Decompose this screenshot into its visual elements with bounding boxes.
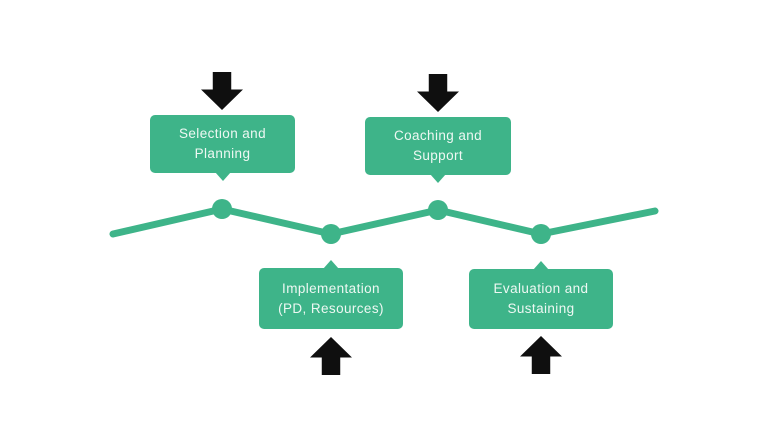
box-pointer-down xyxy=(430,174,446,183)
timeline-dot xyxy=(321,224,341,244)
step-label-line: (PD, Resources) xyxy=(278,300,384,316)
step-label-line: Evaluation and xyxy=(493,281,589,296)
step-label-line: Sustaining xyxy=(507,301,575,316)
step-label-line: Implementation xyxy=(282,280,380,296)
box-pointer-up xyxy=(323,260,339,269)
step-label-line: Planning xyxy=(194,146,251,161)
step-box-evaluation-sustaining: Evaluation and Sustaining xyxy=(469,261,613,329)
timeline-dot xyxy=(428,200,448,220)
timeline-dots xyxy=(212,199,551,244)
box-pointer-down xyxy=(214,172,231,181)
step-label-line: Selection and xyxy=(178,126,266,141)
timeline-dot xyxy=(531,224,551,244)
timeline-zigzag-line xyxy=(109,205,659,238)
step-box-implementation: Implementation (PD, Resources) xyxy=(259,260,403,329)
step-label-line: Support xyxy=(412,148,464,163)
step-box-coaching-support: Coaching and Support xyxy=(365,117,511,183)
box-pointer-up xyxy=(533,261,549,270)
timeline-dot xyxy=(212,199,232,219)
step-box-selection-planning: Selection and Planning xyxy=(150,115,295,181)
step-label-line: Coaching and xyxy=(393,128,483,143)
